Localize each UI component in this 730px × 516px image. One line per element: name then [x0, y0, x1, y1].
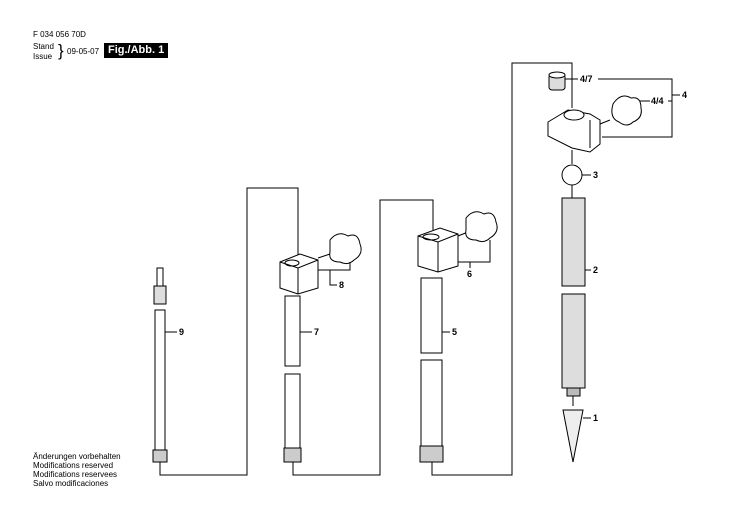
- group-bracket: [598, 78, 673, 138]
- callout-6: 6: [467, 269, 472, 279]
- part-5-rod: [419, 277, 444, 463]
- callout-8: 8: [339, 280, 344, 290]
- callout-4: 4: [682, 90, 687, 100]
- note: Modifications reserved: [33, 461, 114, 470]
- connector-line: [431, 62, 573, 476]
- brace: }: [58, 41, 64, 60]
- part-1-spike: [562, 409, 584, 463]
- part-6-clamp: [417, 211, 498, 273]
- part-9-rod: [152, 267, 168, 463]
- connector-line: [292, 199, 434, 476]
- note: Modifications reservees: [33, 470, 118, 479]
- callout-9: 9: [179, 327, 184, 337]
- callout-1: 1: [593, 413, 598, 423]
- leader-line: [329, 270, 337, 286]
- part-number: F 034 056 70D: [33, 30, 86, 39]
- callout-7: 7: [314, 327, 319, 337]
- part-3-ball: [561, 164, 583, 186]
- callout-2: 2: [593, 265, 598, 275]
- stand-label: Stand: [33, 42, 54, 51]
- connector-line: [159, 187, 299, 476]
- note: Änderungen vorbehalten: [33, 452, 121, 461]
- part-4-4-knob: [611, 95, 642, 126]
- callout-4-7: 4/7: [580, 74, 593, 84]
- part-7-rod: [283, 295, 302, 463]
- leader-line: [318, 262, 351, 271]
- part-4-7-cap: [548, 71, 566, 91]
- part-4-clamp: [547, 109, 611, 153]
- modification-notes: Änderungen vorbehalten Modifications res…: [33, 452, 121, 488]
- issue-date: 09-05-07: [67, 47, 100, 56]
- issue-label: Issue: [33, 52, 53, 61]
- callout-3: 3: [593, 170, 598, 180]
- leader-line: [458, 240, 491, 263]
- callout-5: 5: [452, 327, 457, 337]
- part-2-rod: [561, 197, 586, 397]
- note: Salvo modificaciones: [33, 479, 109, 488]
- part-8-clamp: [279, 233, 362, 295]
- figure-label: Fig./Abb. 1: [104, 43, 169, 58]
- callout-4-4: 4/4: [651, 96, 664, 106]
